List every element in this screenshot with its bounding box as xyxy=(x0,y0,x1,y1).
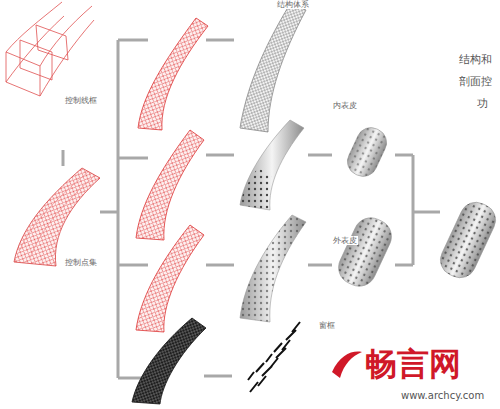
frame-tube xyxy=(132,318,206,404)
stage-label: 外表皮 xyxy=(332,236,358,245)
outer-skin-tube xyxy=(240,215,306,322)
inner-skin-tube xyxy=(240,168,272,210)
control-wireframe xyxy=(6,2,94,96)
structure-tube xyxy=(240,4,306,132)
inner-skin-capsule xyxy=(343,123,391,181)
control-points xyxy=(20,172,94,258)
mesh-tube xyxy=(136,225,204,332)
outer-skin-capsule xyxy=(333,212,397,292)
final-capsule xyxy=(435,197,500,283)
mesh-tube xyxy=(136,130,204,240)
note-text: 功 xyxy=(476,98,489,111)
stage-label: 结构体系 xyxy=(276,0,310,9)
stage-label: 窗框 xyxy=(318,321,336,330)
frame-pieces xyxy=(248,322,300,392)
control-points xyxy=(14,168,100,266)
note-text: 结构和 xyxy=(458,54,493,67)
stage-label: 控制点集 xyxy=(64,258,98,267)
mesh-tube xyxy=(138,18,208,130)
note-text: 剖面控 xyxy=(458,76,493,89)
outer-skin-tube xyxy=(240,215,306,322)
stage-label: 内表皮 xyxy=(332,101,358,110)
stage-label: 控制线框 xyxy=(64,96,98,105)
watermark-logo xyxy=(332,352,362,378)
watermark-url: www.archcy.com xyxy=(400,390,485,402)
watermark: 畅言网 xyxy=(364,346,462,383)
inner-skin-tube xyxy=(240,120,304,210)
